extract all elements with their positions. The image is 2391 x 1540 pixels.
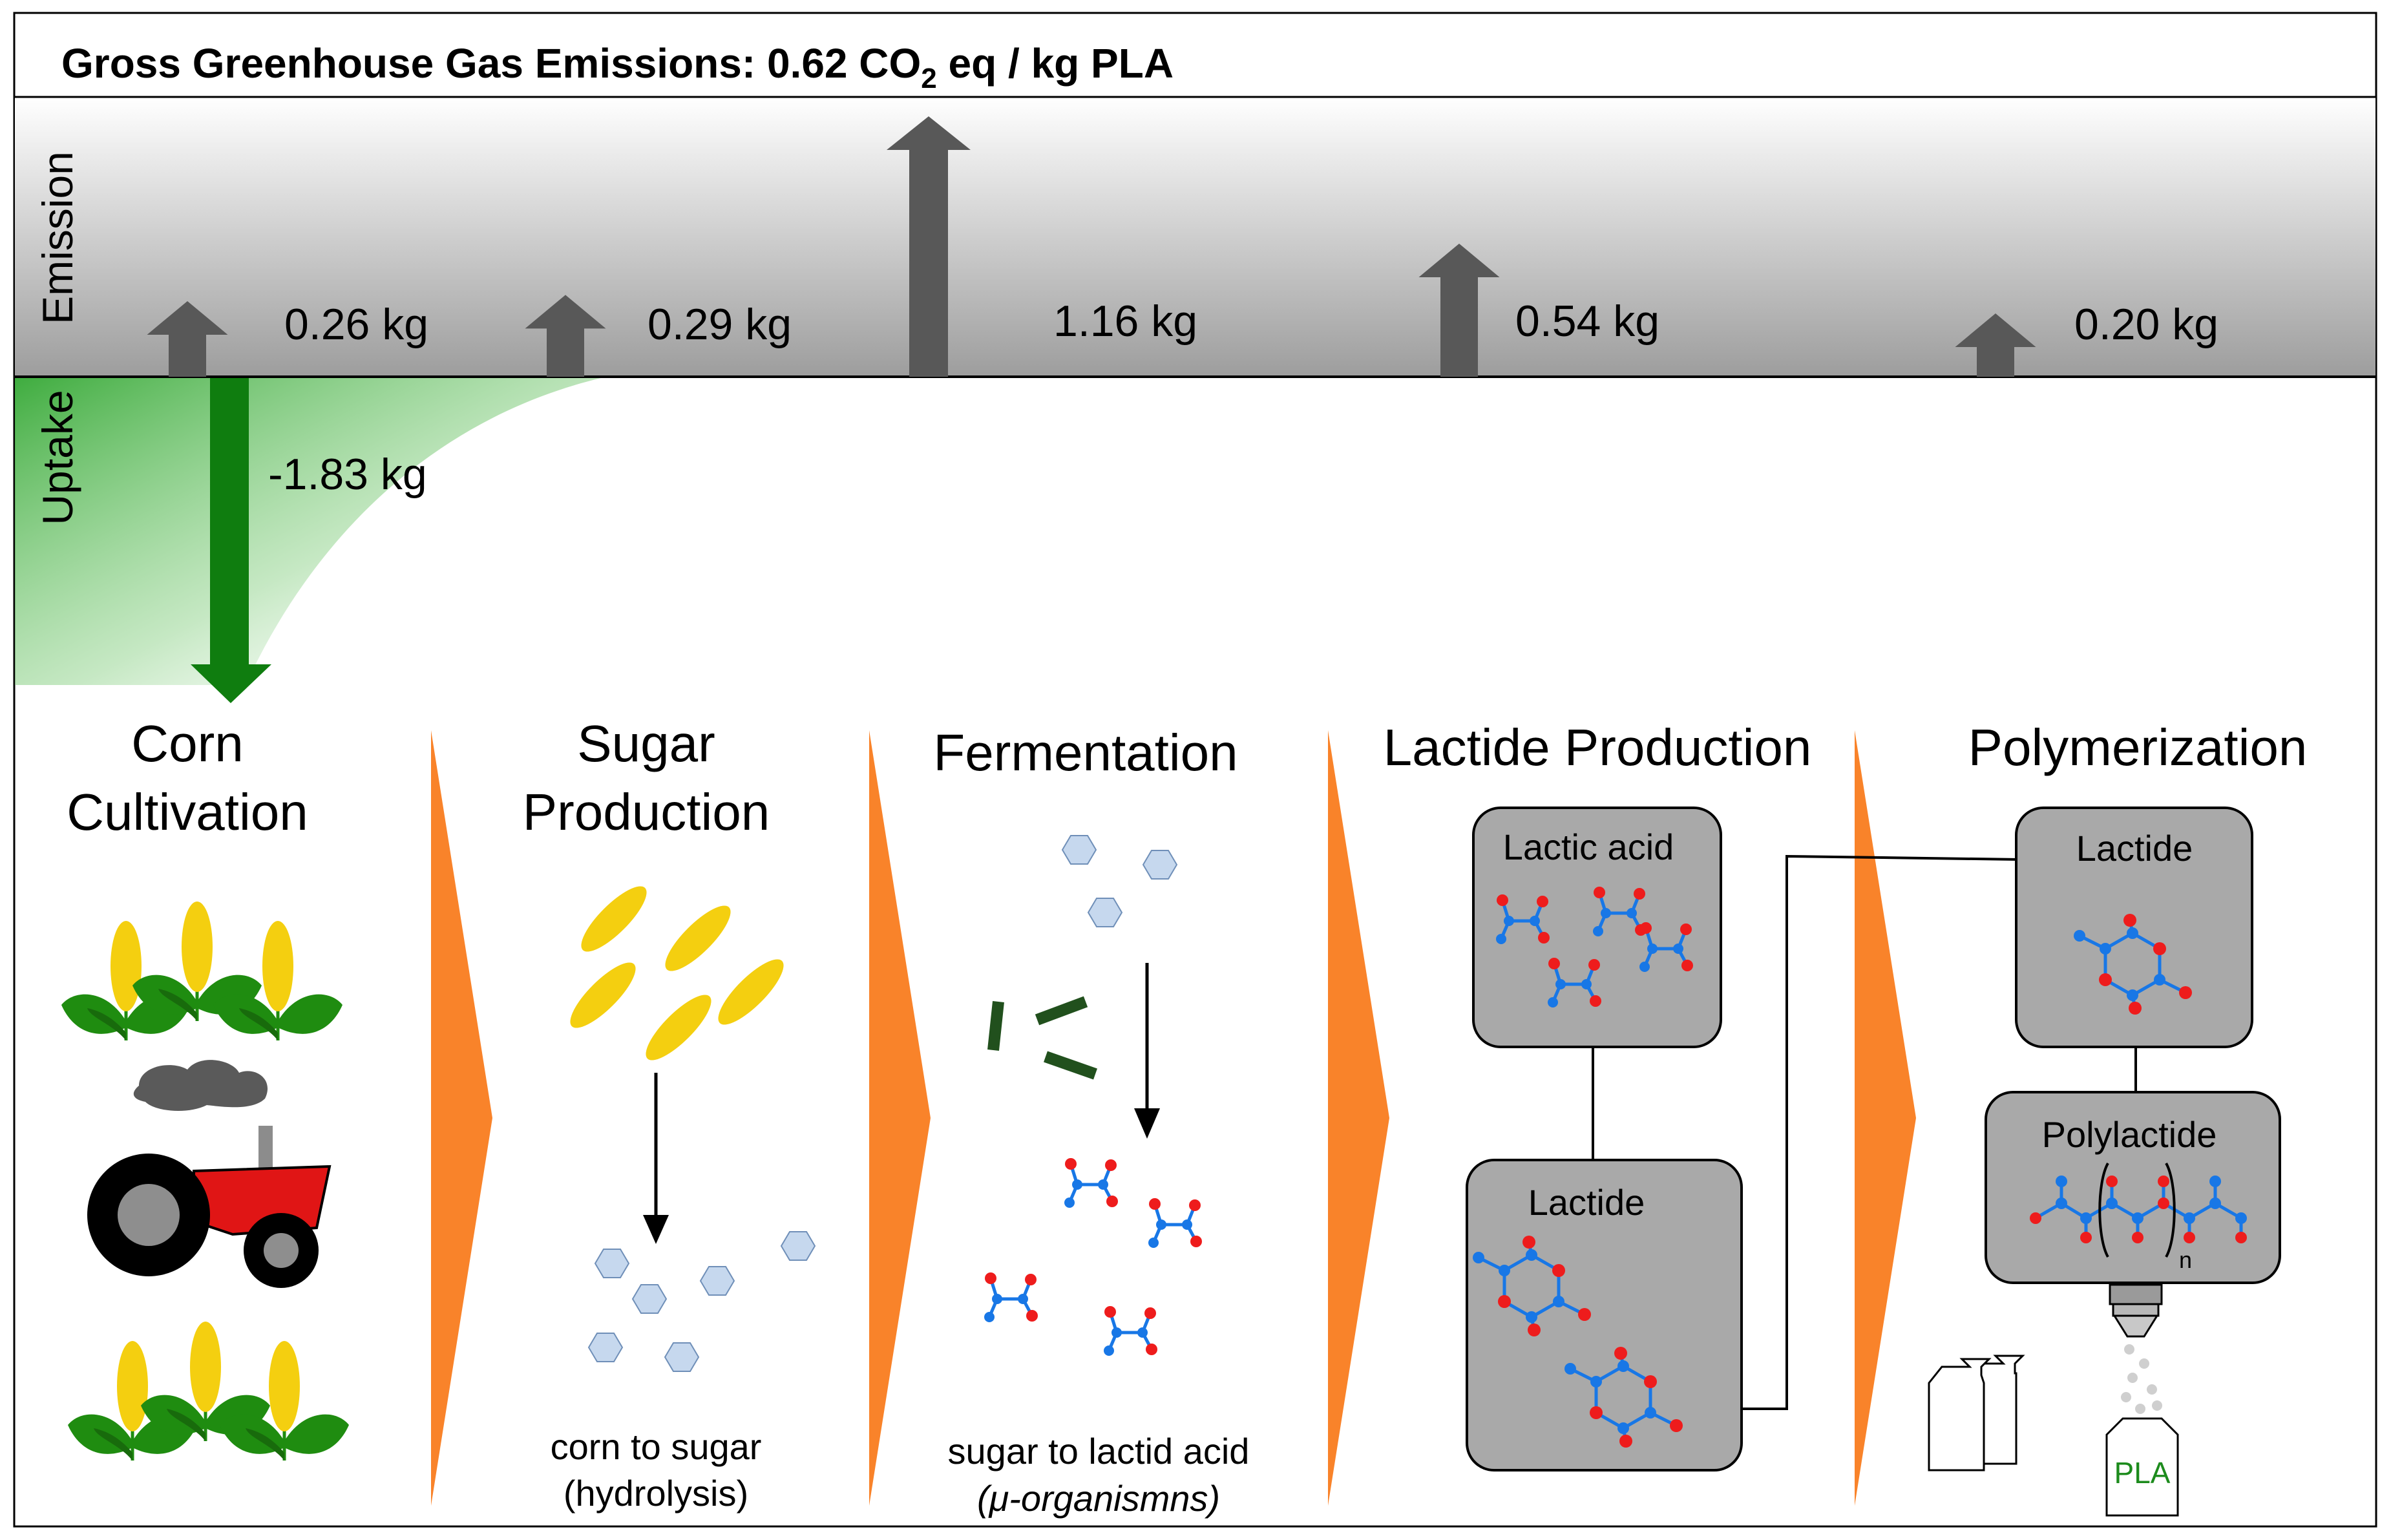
header-title: Gross Greenhouse Gas Emissions: 0.62 CO2… [61, 40, 1174, 94]
caption-sugar-line1: corn to sugar [551, 1426, 762, 1467]
caption-fermentation-line2: (μ-organismns) [977, 1478, 1220, 1519]
polymer-repeat-n: n [2179, 1247, 2192, 1273]
lactide-box-right-label: Lactide [2076, 828, 2193, 869]
emission-axis-label: Emission [34, 151, 81, 324]
stage-title-polymerization: Polymerization [1968, 719, 2308, 776]
caption-sugar-line2: (hydrolysis) [564, 1473, 748, 1514]
stage-arrow-3 [1328, 730, 1389, 1506]
bag-icon [1928, 1355, 2179, 1517]
emission-arrow-shaft-fermentation [909, 149, 948, 377]
stage-arrow-1 [431, 730, 492, 1506]
emission-arrow-head-sugar [525, 295, 606, 329]
stage-title-sugar-line1: Sugar [577, 715, 715, 772]
lactide-box-left-label: Lactide [1528, 1182, 1645, 1223]
tractor-icon [87, 1060, 332, 1288]
stage-arrows [431, 730, 1916, 1506]
emission-label-corn: 0.26 kg [284, 300, 428, 349]
emission-label-polymerization: 0.20 kg [2074, 300, 2218, 349]
polylactide-box-label: Polylactide [2042, 1114, 2217, 1155]
emission-arrow-shaft-sugar [547, 327, 584, 377]
emission-arrow-head-polymerization [1955, 313, 2036, 347]
lactide-box-right [2015, 807, 2253, 1048]
lactic-acid-box-label: Lactic acid [1503, 827, 1674, 867]
emission-arrow-shaft-lactide [1440, 275, 1478, 377]
emission-arrow-head-fermentation [887, 116, 971, 150]
bacteria-icon [987, 996, 1097, 1080]
emission-label-sugar: 0.29 kg [648, 300, 792, 349]
lactide-box-left [1466, 1159, 1743, 1471]
uptake-value-label: -1.83 kg [268, 450, 427, 499]
uptake-glow [15, 378, 601, 685]
stage-title-corn-line2: Cultivation [67, 783, 308, 841]
emission-arrow-shaft-corn [169, 333, 206, 377]
emission-label-lactide: 0.54 kg [1515, 297, 1659, 346]
polylactide-box [1985, 1091, 2281, 1284]
uptake-arrow [191, 378, 271, 703]
stage-arrow-2 [869, 730, 931, 1506]
emission-label-fermentation: 1.16 kg [1053, 297, 1197, 346]
stage-title-fermentation: Fermentation [933, 724, 1238, 781]
stage-title-corn-line1: Corn [131, 715, 243, 772]
pla-bag-label: PLA [2114, 1456, 2171, 1490]
polylactide-chain-icon [2030, 1163, 2247, 1258]
caption-fermentation-line1: sugar to lactid acid [948, 1431, 1250, 1471]
uptake-axis-label: Uptake [34, 390, 81, 525]
stage-arrow-4 [1855, 730, 1916, 1506]
emission-arrows [147, 116, 2036, 377]
emission-arrow-shaft-polymerization [1977, 346, 2014, 377]
stage-title-sugar-line2: Production [523, 783, 770, 841]
emission-arrow-head-lactide [1418, 243, 1500, 277]
stage-title-lactide-production: Lactide Production [1384, 719, 1812, 776]
emission-arrow-head-corn [147, 301, 228, 335]
extruder-nozzle-icon [2109, 1283, 2163, 1414]
